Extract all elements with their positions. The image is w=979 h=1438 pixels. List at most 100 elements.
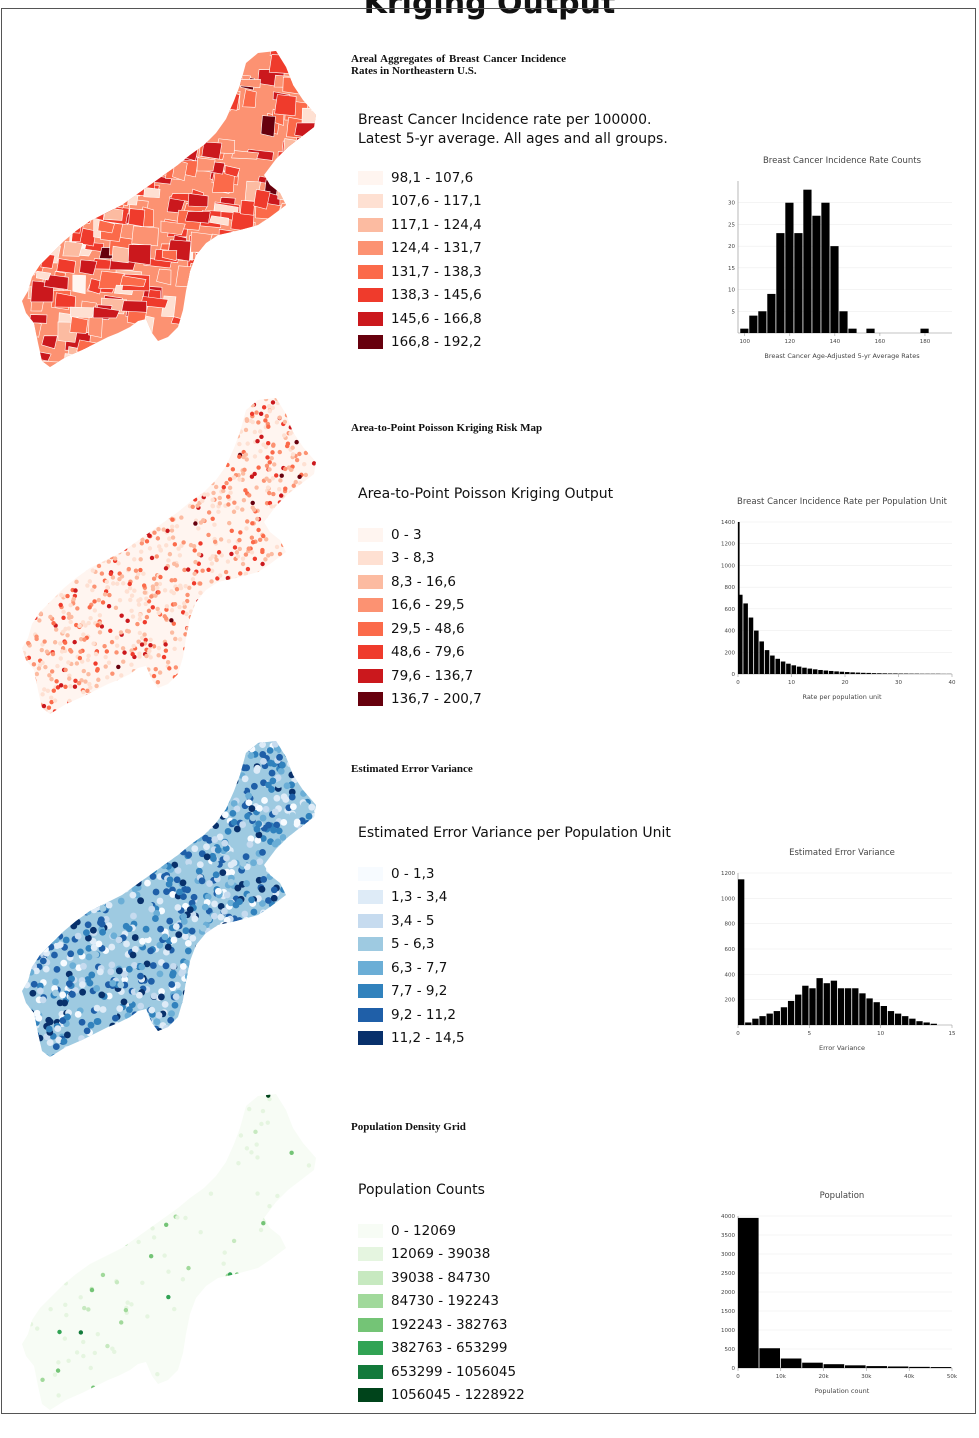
grid-cell [287,690,291,694]
grid-cell [28,488,32,492]
grid-cell [21,493,25,497]
grid-cell [295,1046,302,1053]
grid-cell [259,849,266,856]
grid-cell [66,888,73,895]
grid-cell [148,643,152,647]
x-axis-label: Population count [815,1387,870,1395]
grid-cell [42,818,49,825]
grid-cell [262,1365,266,1369]
grid-cell [251,909,258,916]
grid-cell [229,960,236,967]
county-cell [132,358,149,375]
grid-cell [71,880,78,887]
grid-cell [247,649,251,653]
grid-cell [266,1014,273,1021]
grid-cell [269,946,276,953]
county-cell [84,108,101,124]
grid-cell [256,858,263,865]
grid-cell [222,792,229,799]
grid-cell [118,1045,125,1052]
grid-cell [175,931,182,938]
grid-cell [207,1304,211,1308]
grid-cell [221,805,228,812]
grid-cell [91,539,95,543]
grid-cell [64,539,68,543]
county-cell [201,96,213,110]
county-cell [35,67,52,83]
county-cell [309,157,325,173]
grid-cell [152,855,159,862]
grid-cell [265,455,269,459]
grid-cell [94,792,101,799]
grid-cell [64,427,68,431]
legend-title: Population Counts [358,1181,688,1200]
grid-cell [173,392,177,395]
grid-cell [299,740,306,747]
grid-cell [295,678,299,682]
grid-cell [262,405,266,409]
grid-cell [234,885,241,892]
grid-cell [36,850,43,857]
y-tick-label: 3000 [721,1252,735,1258]
grid-cell [68,902,75,909]
grid-cell [189,1042,196,1049]
grid-cell [43,913,50,920]
grid-cell [37,433,41,437]
grid-cell [280,886,287,893]
grid-cell [119,1040,126,1047]
grid-cell [310,1039,317,1046]
grid-cell [128,853,135,860]
histogram-bar [909,1367,930,1368]
grid-cell [144,770,151,777]
grid-cell [226,559,230,563]
grid-cell [109,1224,113,1228]
grid-cell [214,678,218,682]
grid-cell [106,1031,113,1038]
grid-cell [197,1044,204,1051]
grid-cell [184,996,191,1003]
grid-cell [118,522,122,526]
grid-cell [50,465,54,469]
grid-cell [201,431,205,435]
grid-cell [183,647,187,651]
grid-cell [79,860,86,867]
grid-cell [106,1207,110,1211]
grid-cell [210,517,214,521]
grid-cell [276,754,283,761]
grid-cell [307,1163,311,1167]
grid-cell [232,393,236,397]
grid-cell [293,910,300,917]
legend-label: 48,6 - 79,6 [391,644,465,660]
grid-cell [182,441,186,445]
grid-cell [130,437,134,441]
grid-cell [150,1226,154,1230]
grid-cell [131,682,135,686]
grid-cell [216,404,220,408]
grid-cell [215,449,219,453]
grid-cell [191,505,195,509]
grid-cell [298,839,305,846]
grid-cell [138,854,145,861]
county-cell [255,260,279,281]
grid-cell [204,942,211,949]
grid-cell [201,690,205,694]
grid-cell [220,996,227,1003]
grid-cell [227,521,231,525]
grid-cell [305,488,309,492]
grid-cell [266,873,273,880]
grid-cell [38,580,42,584]
grid-cell [221,1043,228,1050]
grid-cell [224,570,228,574]
grid-cell [132,1053,139,1060]
grid-cell [57,758,64,765]
grid-cell [140,764,147,771]
grid-cell [24,468,28,472]
grid-cell [277,606,281,610]
grid-cell [304,568,308,572]
grid-cell [270,456,274,460]
county-cell [170,77,189,97]
grid-cell [170,443,174,447]
grid-cell [23,909,30,916]
legend-item: 382763 - 653299 [358,1337,558,1361]
county-cell [145,157,170,176]
